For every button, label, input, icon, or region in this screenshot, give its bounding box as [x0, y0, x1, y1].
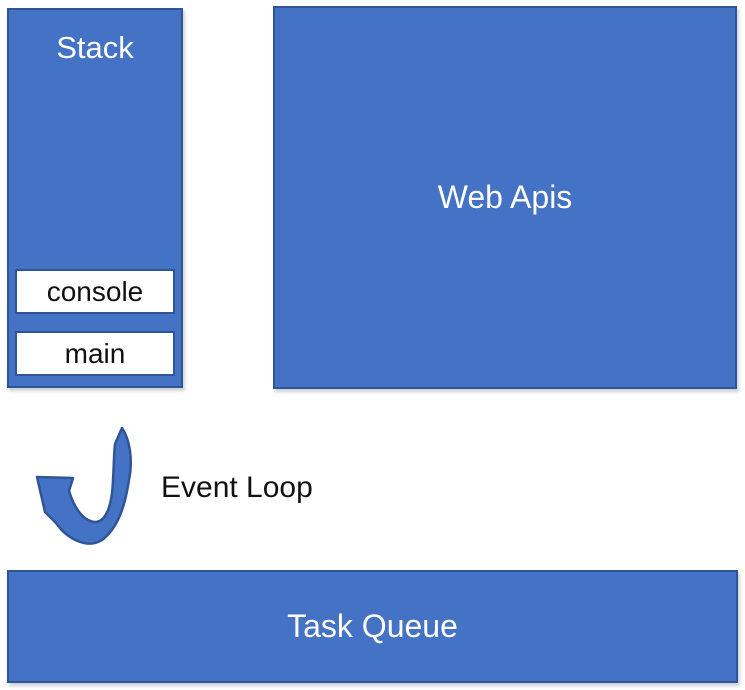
stack-box: Stack console main	[7, 8, 183, 388]
stack-frame-console-label: console	[46, 275, 144, 307]
stack-frame-console: console	[15, 269, 175, 314]
event-loop-label: Event Loop	[161, 471, 313, 504]
web-apis-box: Web Apis	[273, 6, 737, 389]
task-queue-title: Task Queue	[287, 608, 458, 644]
stack-title: Stack	[56, 30, 134, 65]
task-queue-box: Task Queue	[7, 570, 738, 683]
stack-frame-main: main	[15, 331, 175, 376]
stack-frame-main-label: main	[64, 337, 126, 369]
event-loop-arrow-icon	[35, 426, 132, 545]
web-apis-title: Web Apis	[437, 179, 573, 215]
